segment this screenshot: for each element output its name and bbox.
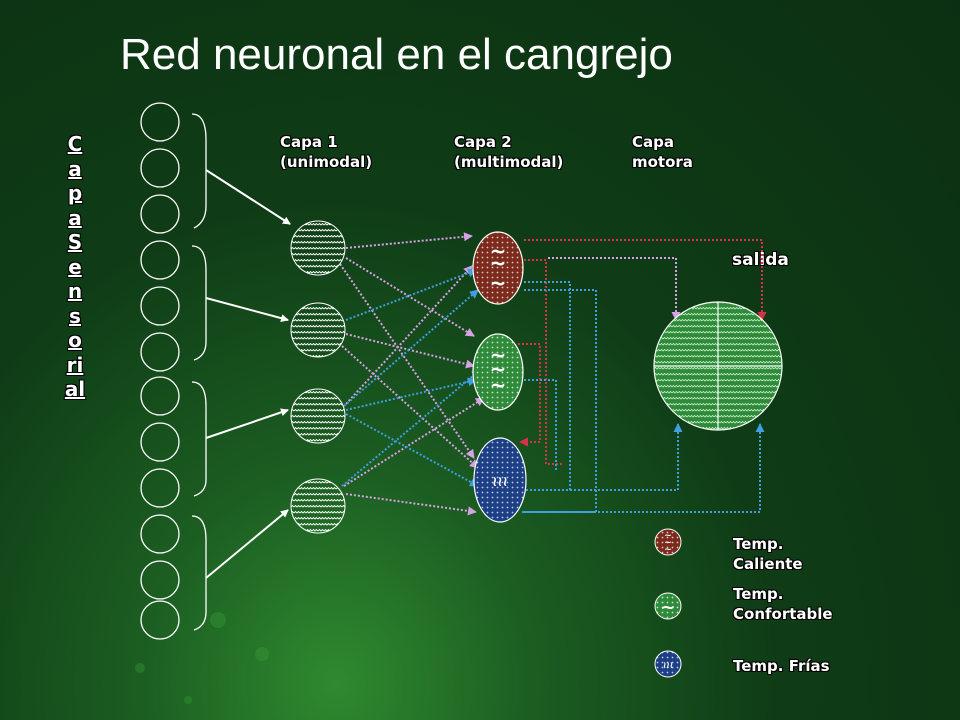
layer1-neuron — [290, 478, 346, 534]
background-bubbles — [135, 612, 269, 704]
layer1-neuron — [290, 388, 346, 444]
sensory-arrow — [205, 408, 289, 439]
legend: ~ ~ ~ ~ ≀≀≀ — [654, 528, 682, 678]
svg-text:~: ~ — [664, 538, 672, 548]
layer2-title: Capa 2 — [454, 133, 512, 151]
svg-text:~: ~ — [490, 239, 507, 263]
layer1-label: Capa 1 (unimodal) — [280, 132, 372, 172]
svg-text:~: ~ — [664, 545, 672, 555]
receptor — [140, 194, 180, 234]
layer1-to-layer2-links — [339, 232, 485, 516]
bracket — [191, 381, 207, 497]
sensory-receptors — [140, 102, 180, 640]
output-label: salida — [732, 250, 789, 270]
page-title: Red neuronal en el cangrejo — [120, 30, 673, 79]
receptor — [140, 102, 180, 142]
layer1-title: Capa 1 — [280, 133, 338, 151]
receptor — [140, 468, 180, 508]
receptor — [140, 286, 180, 326]
sensory-arrow — [205, 169, 291, 225]
single-wave-icon: ~ — [660, 597, 675, 618]
svg-text:~: ~ — [490, 343, 507, 367]
bracket — [191, 113, 207, 229]
legend-comfortable-label: Temp.Confortable — [733, 585, 833, 623]
cold-wave-icon: ≀≀≀ — [663, 661, 673, 671]
legend-hot-swatch: ~ ~ ~ — [654, 528, 682, 556]
layer1-neuron — [290, 220, 346, 276]
motor-layer-subtitle: motora — [632, 153, 693, 171]
layer1-neuron — [290, 302, 346, 358]
sensory-to-layer1-arrows — [205, 169, 291, 579]
layer2-label: Capa 2 (multimodal) — [454, 132, 563, 172]
legend-hot-label: Temp.Caliente — [733, 535, 803, 573]
receptor — [140, 422, 180, 462]
sensory-arrow — [205, 297, 289, 323]
comfortable-neuron: ~ ~ ~ — [472, 333, 524, 411]
layer2-to-motor-links — [518, 239, 767, 513]
cold-wave-icon: ≀≀≀ — [492, 474, 508, 490]
motor-neuron — [653, 301, 783, 431]
svg-text:~: ~ — [490, 357, 507, 381]
receptor — [140, 148, 180, 188]
receptor — [140, 332, 180, 372]
motor-layer-label: Capa motora — [632, 132, 693, 172]
svg-text:~: ~ — [490, 271, 507, 295]
cold-neuron: ≀≀≀ — [473, 437, 527, 523]
receptor-brackets — [191, 113, 207, 631]
triple-wave-icon: ~ — [664, 531, 672, 541]
legend-comfortable-swatch: ~ — [654, 592, 682, 620]
layer2-subtitle: (multimodal) — [454, 153, 564, 171]
receptor — [140, 514, 180, 554]
layer1-subtitle: (unimodal) — [280, 153, 373, 171]
legend-cold-swatch: ≀≀≀ — [654, 650, 682, 678]
sensory-arrow — [205, 509, 289, 579]
triple-wave-icon: ~ — [490, 251, 507, 275]
layer2-neurons: ~ ~ ~ ~ ~ ~ ≀≀≀ — [472, 231, 527, 523]
legend-cold-label: Temp. Frías — [733, 657, 830, 675]
hot-neuron: ~ ~ ~ — [472, 231, 524, 305]
bracket — [191, 515, 207, 631]
receptor — [140, 240, 180, 280]
layer1-neurons — [290, 220, 346, 534]
receptor — [140, 560, 180, 600]
receptor — [140, 376, 180, 416]
sensory-layer-label: Capa Sensorial — [64, 132, 86, 401]
receptor — [140, 600, 180, 640]
layer1-to-layer2-links-blue — [341, 268, 481, 487]
bracket — [191, 245, 207, 361]
svg-text:~: ~ — [490, 373, 507, 397]
motor-layer-title: Capa — [632, 133, 674, 151]
